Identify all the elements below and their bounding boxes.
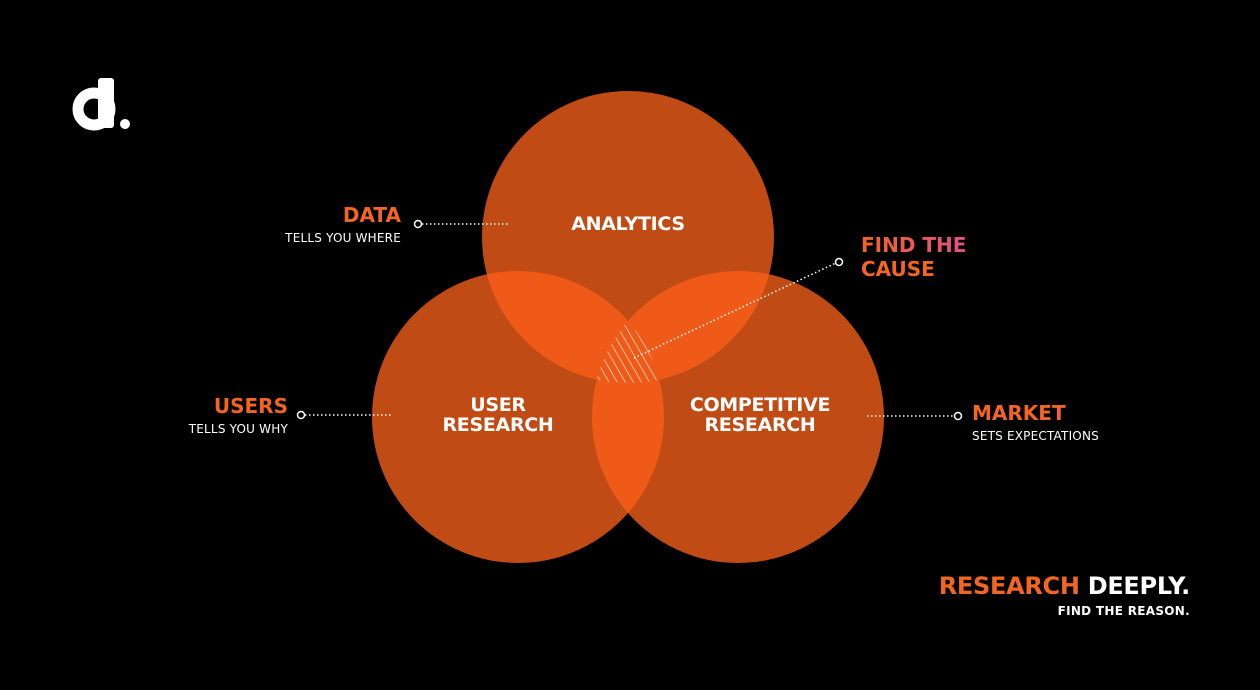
market-connector-dot — [953, 411, 963, 421]
analytics-competitive-overlap — [592, 271, 774, 383]
data-subtext: TELLS YOU WHERE — [284, 231, 401, 245]
users-connector-dot — [296, 410, 306, 420]
d-dot-logo-icon[interactable] — [72, 78, 130, 131]
user-research-label-line2: RESEARCH — [442, 414, 553, 436]
tagline-sub: FIND THE REASON. — [1058, 604, 1190, 618]
analytics-label: ANALYTICS — [571, 213, 685, 235]
user-research-label-line1: USER — [470, 394, 526, 416]
market-heading: MARKET — [972, 401, 1066, 425]
tagline-deeply: DEEPLY. — [1088, 572, 1190, 600]
tagline-research: RESEARCH — [939, 572, 1080, 600]
users-subtext: TELLS YOU WHY — [188, 422, 289, 436]
competitive-research-label-line2: RESEARCH — [704, 414, 815, 436]
cause-connector-dot — [834, 257, 844, 267]
cause-connector-line — [633, 261, 839, 359]
analytics-user-overlap — [482, 271, 664, 383]
tagline-main: RESEARCH DEEPLY. — [939, 572, 1190, 600]
users-heading: USERS — [214, 394, 288, 418]
competitive-research-label-line1: COMPETITIVE — [690, 394, 830, 416]
cause-heading-line2: CAUSE — [861, 257, 935, 281]
data-connector-dot — [413, 219, 423, 229]
cause-heading-line1: FIND THE — [861, 233, 966, 257]
data-heading: DATA — [343, 203, 402, 227]
market-subtext: SETS EXPECTATIONS — [972, 429, 1099, 443]
